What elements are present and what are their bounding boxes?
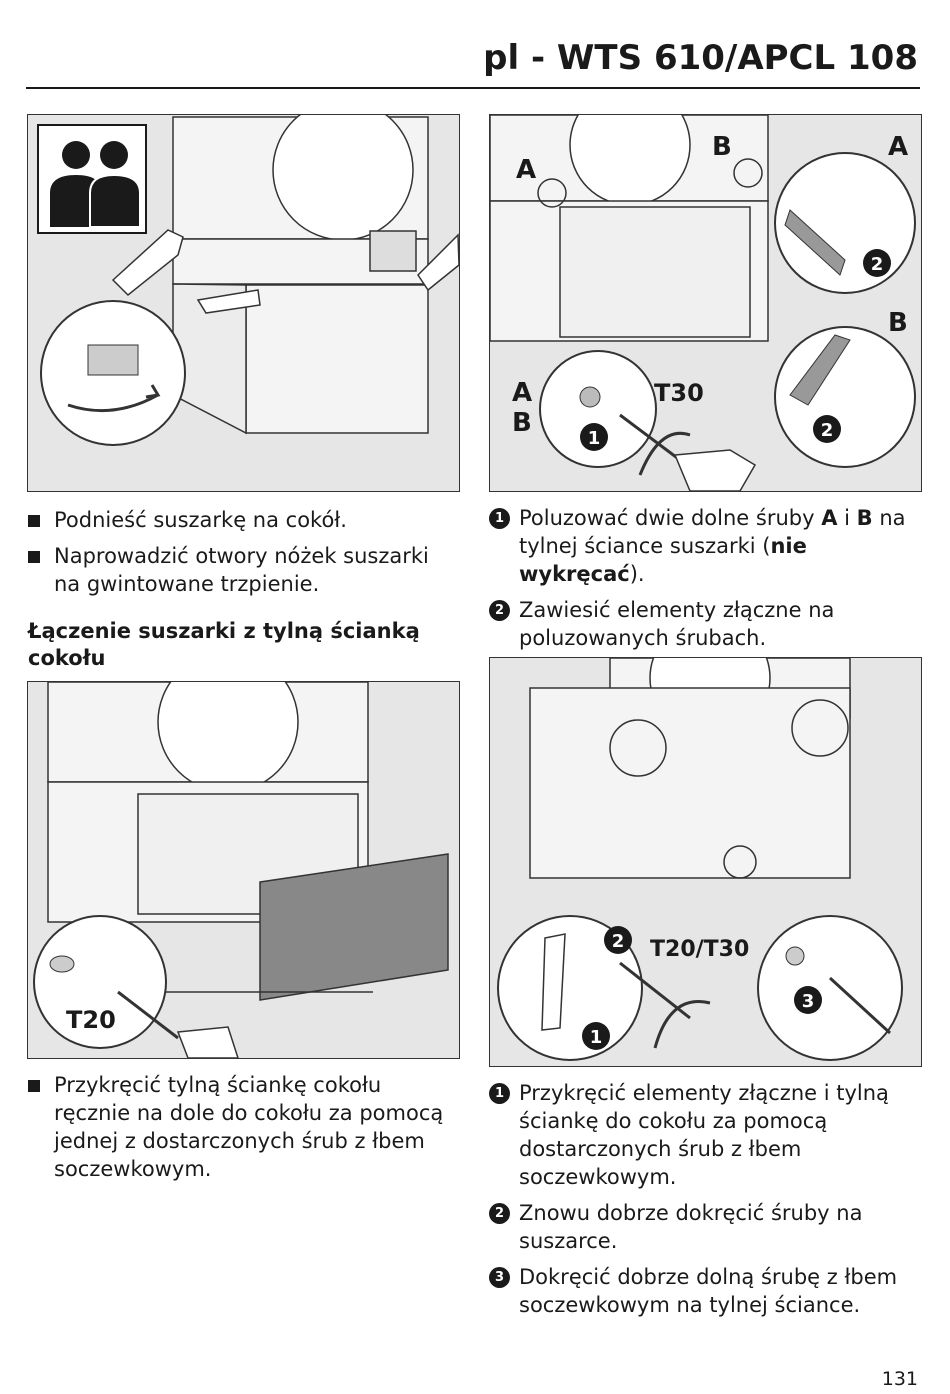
- marker-1-icon: 1: [580, 423, 608, 451]
- detail-circle-b: [774, 326, 916, 468]
- marker-2-icon: 2: [813, 415, 841, 443]
- figure-loosen-screws: A B A 2 B 2 A B 1 T30: [489, 114, 922, 492]
- screwdriver-illustration: [619, 413, 757, 491]
- marker-3-icon: 3: [794, 986, 822, 1014]
- label-b-detail: B: [888, 308, 908, 338]
- step-item: 2 Znowu dobrze dokręcić śruby na suszarc…: [489, 1199, 917, 1255]
- step-item: 1 Przykręcić elementy złączne i tylną śc…: [489, 1079, 917, 1191]
- svg-text:3: 3: [802, 991, 815, 1012]
- step-item: 3 Dokręcić dobrze dolną śrubę z łbem soc…: [489, 1263, 917, 1319]
- back-panel-illustration: [259, 853, 449, 1001]
- dryer-on-plinth-illustration: [529, 658, 851, 879]
- left-instructions-bottom: Przykręcić tylną ściankę cokołu ręcznie …: [28, 1071, 452, 1191]
- right-steps-top: 1 Poluzować dwie dolne śruby A i B na ty…: [489, 504, 917, 660]
- marker-2-icon: 2: [604, 926, 632, 954]
- right-steps-bottom: 1 Przykręcić elementy złączne i tylną śc…: [489, 1079, 917, 1327]
- detail-circle-a: [774, 152, 916, 294]
- list-item: Podnieść suszarkę na cokół.: [28, 506, 448, 534]
- marker-2-icon: 2: [863, 249, 891, 277]
- section-heading: Łączenie suszarki z tylną ścianką cokołu: [28, 619, 420, 670]
- svg-text:2: 2: [871, 254, 884, 275]
- detail-circle-screw: [757, 915, 903, 1061]
- left-instructions-top: Podnieść suszarkę na cokół. Naprowadzić …: [28, 506, 448, 606]
- detail-circle-connector: [497, 915, 643, 1061]
- detail-circle-screw: [539, 350, 657, 468]
- page-number: 131: [881, 1368, 918, 1390]
- svg-text:2: 2: [612, 931, 625, 952]
- dryer-back-illustration: [490, 115, 769, 342]
- header-divider: [26, 87, 920, 89]
- detail-circle-foot: [40, 300, 186, 446]
- figure-fasten-connectors: 2 1 T20/T30 3: [489, 657, 922, 1067]
- detail-circle-hole: [33, 915, 167, 1049]
- step-item: 1 Poluzować dwie dolne śruby A i B na ty…: [489, 504, 917, 588]
- screwdriver-illustration: [117, 990, 239, 1058]
- screwdriver-illustration: [619, 961, 711, 1049]
- figure-lift-dryer: [27, 114, 460, 492]
- dryer-illustration: [172, 115, 429, 435]
- tool-label-t20-t30: T20/T30: [650, 937, 749, 962]
- page-header-title: pl - WTS 610/APCL 108: [483, 38, 918, 78]
- two-person-icon: [37, 124, 147, 234]
- svg-text:1: 1: [588, 428, 601, 449]
- marker-1-icon: 1: [582, 1022, 610, 1050]
- tool-label-t30: T30: [654, 379, 704, 407]
- list-item: Przykręcić tylną ściankę cokołu ręcznie …: [28, 1071, 452, 1183]
- label-ab-b: B: [512, 408, 532, 438]
- svg-text:1: 1: [590, 1027, 603, 1048]
- label-b: B: [712, 132, 732, 162]
- plinth-illustration: [47, 682, 369, 923]
- step-item: 2 Zawiesić elementy złączne na poluzowan…: [489, 596, 917, 652]
- label-ab-a: A: [512, 378, 532, 408]
- tool-label-t20: T20: [66, 1006, 116, 1034]
- screw-b-marker: [733, 158, 763, 188]
- screw-a-marker: [537, 178, 567, 208]
- label-a-detail: A: [888, 132, 908, 162]
- svg-text:2: 2: [821, 420, 834, 441]
- label-a: A: [516, 155, 536, 185]
- list-item: Naprowadzić otwory nóżek suszarki na gwi…: [28, 542, 448, 598]
- hand-illustration: [111, 229, 459, 314]
- figure-attach-back-panel: T20: [27, 681, 460, 1059]
